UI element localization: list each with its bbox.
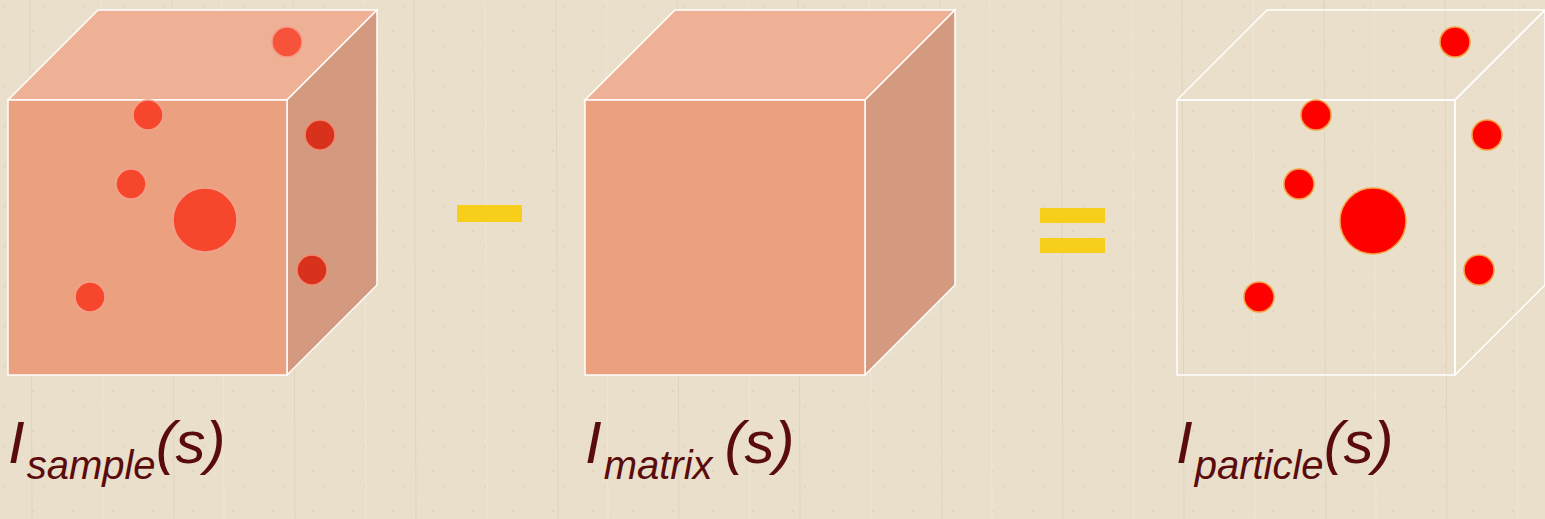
intensity-label: Imatrix(s): [585, 408, 795, 477]
background-line: [485, 0, 487, 519]
particle-cube: [1177, 10, 1545, 375]
symbol-intensity: I: [8, 408, 25, 477]
background-line: [1445, 0, 1447, 519]
argument: (s): [156, 408, 226, 477]
subscript: matrix: [604, 443, 713, 488]
matrix-cube: [585, 10, 955, 375]
sample-cube: [8, 10, 377, 375]
minus-sign: [457, 205, 522, 222]
subscript: sample: [27, 443, 156, 488]
equals-sign: [1040, 208, 1105, 253]
subscript: particle: [1195, 443, 1324, 488]
symbol-intensity: I: [1176, 408, 1193, 477]
background-line: [990, 0, 992, 519]
background-line: [1516, 0, 1518, 519]
background-line: [1061, 0, 1063, 519]
background-line: [556, 0, 558, 519]
argument: (s): [1324, 408, 1394, 477]
argument: (s): [725, 408, 795, 477]
background-line: [1132, 0, 1134, 519]
symbol-intensity: I: [585, 408, 602, 477]
intensity-label: Isample(s): [8, 408, 226, 477]
intensity-label: Iparticle(s): [1176, 408, 1394, 477]
background-line: [414, 0, 416, 519]
background-line: [1253, 0, 1255, 519]
